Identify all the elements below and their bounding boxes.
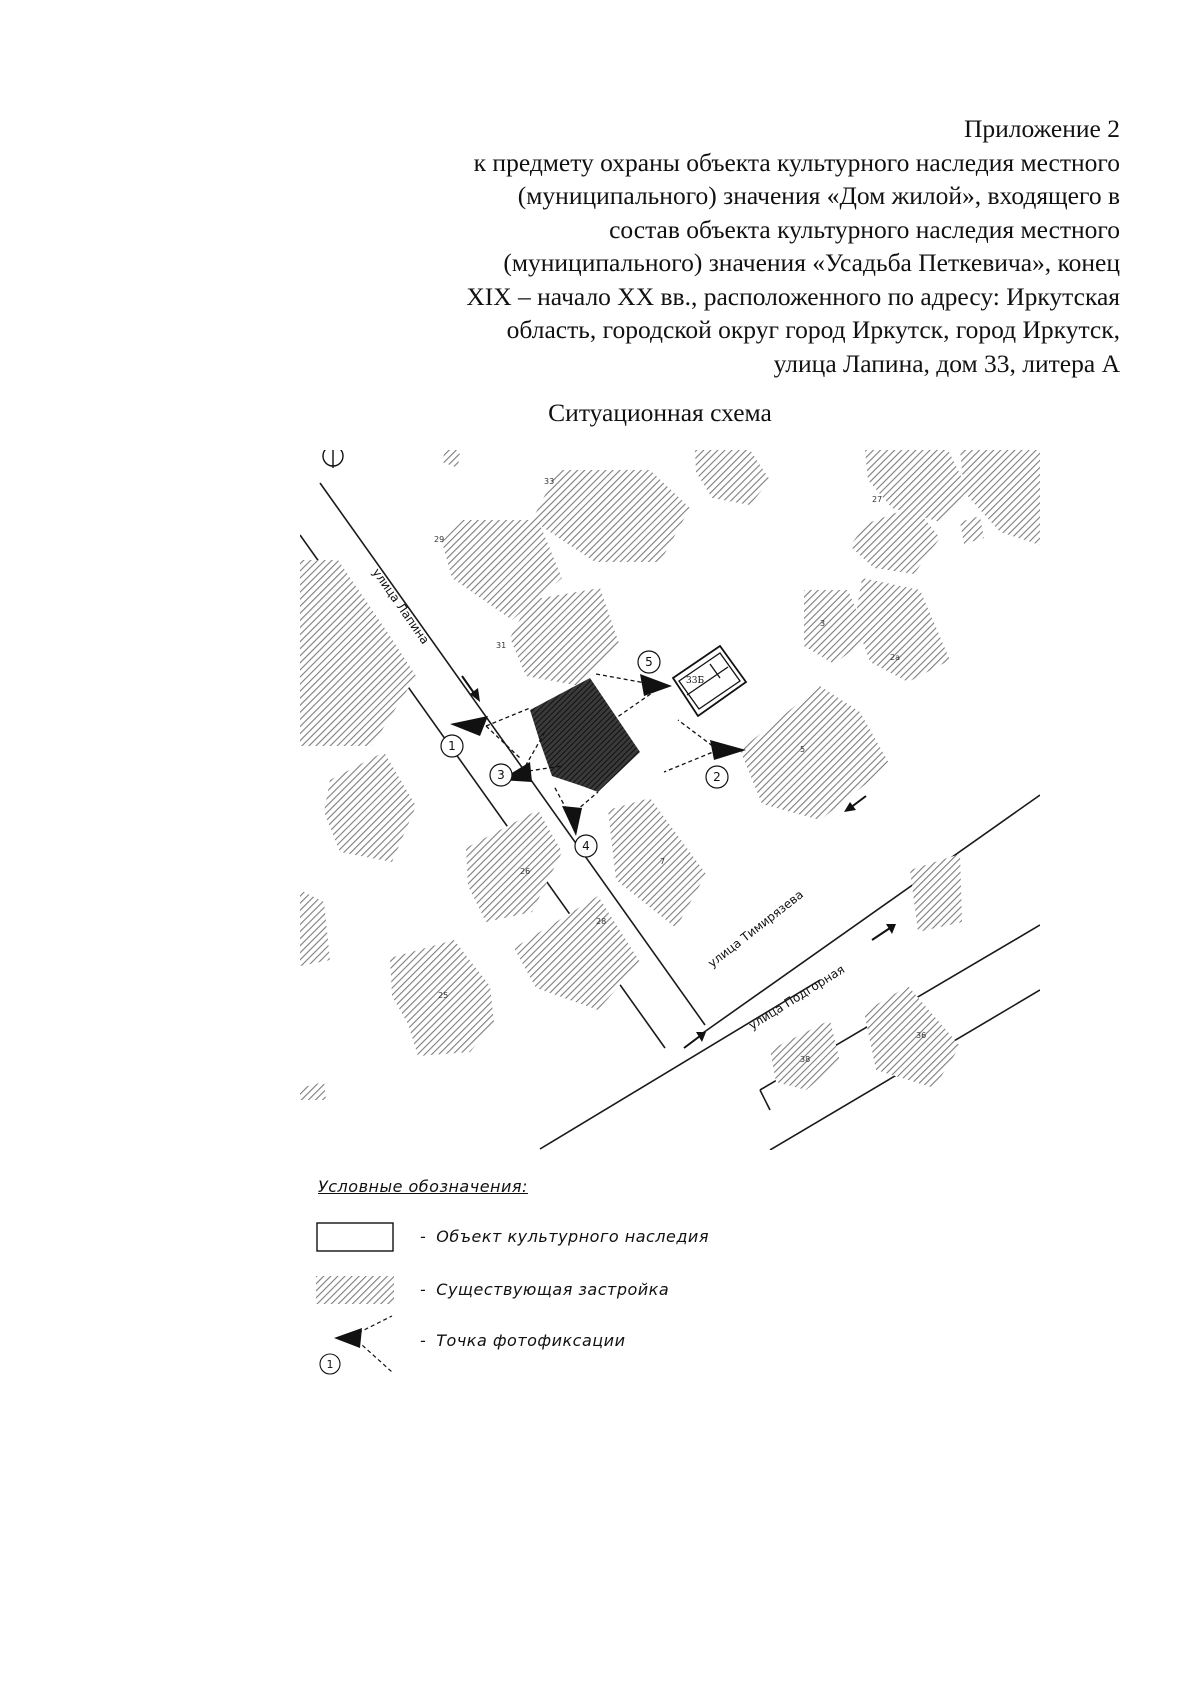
existing-building [855,578,950,682]
legend-photo-number: 1 [327,1358,334,1371]
existing-building [864,986,960,1088]
legend-item-existing: -Существующая застройка [420,1280,669,1299]
building-number: 29 [434,535,444,544]
existing-building [532,470,690,562]
legend-text-photo: Точка фотофиксации [436,1331,626,1350]
legend-item-photo: -Точка фотофиксации [420,1331,625,1350]
existing-building [608,798,706,928]
legend-heritage-symbol [316,1222,396,1257]
existing-buildings [300,450,1040,1100]
existing-building [960,450,1040,545]
legend-photo-symbol: 1 [316,1306,396,1383]
heritage-building-inner [678,652,741,710]
building-number: 5 [800,745,805,754]
object-building-33 [530,678,640,792]
existing-building [770,1020,840,1090]
existing-building [324,752,416,862]
heritage-object-symbol [316,1222,394,1252]
building-number: 7 [660,857,665,866]
legend-text-heritage: Объект культурного наследия [436,1227,709,1246]
header-line: улица Лапина, дом 33, литера А [773,348,1120,378]
arrow-icon [844,795,867,812]
photo-point-number: 1 [448,739,456,753]
header-line: Приложение 2 [964,114,1120,143]
existing-building [514,896,640,1010]
header-line: (муниципального) значения «Усадьба Петке… [503,248,1120,277]
photo-point-icon [640,674,672,696]
timiryazeva-street-edge [699,794,1040,1036]
photo-point-number: 2 [713,770,721,784]
building-number: 38 [800,1055,810,1064]
photo-point-number: 5 [645,655,653,669]
heritage-object-33b: 33Б [671,644,748,718]
street-label-timiryazeva: улица Тимирязева [705,887,806,970]
building-number: 28 [596,917,606,926]
existing-building [510,588,620,686]
photo-point-icon [562,806,582,836]
building-number: 25 [438,991,448,1000]
legend-hatch-symbol [316,1276,396,1309]
existing-building [740,686,890,820]
existing-building [442,450,460,468]
existing-building [390,940,494,1056]
hatched-building-symbol [316,1276,394,1304]
arrow-icon [683,1032,706,1049]
timiryazeva-street-edge [539,979,821,1150]
scheme-title: Ситуационная схема [548,398,772,427]
building-number: 2а [890,653,900,662]
legend-text-existing: Существующая застройка [436,1280,670,1299]
header-line: область, городской округ город Иркутск, … [506,315,1120,344]
traffic-arrows [461,675,896,1049]
building-number: 26 [520,867,530,876]
existing-building [960,516,984,544]
existing-building [300,560,416,746]
photo-point-icon [710,740,746,760]
arrow-icon [461,675,480,702]
existing-building [865,450,968,522]
legend-item-heritage: -Объект культурного наследия [420,1227,709,1246]
legend-title: Условные обозначения: [318,1177,528,1196]
existing-building [804,590,868,664]
header-line: состав объекта культурного наследия мест… [609,214,1120,244]
legend-dash: - [420,1331,427,1350]
photo-point-number: 3 [497,768,505,782]
header-line: XIX – начало XX вв., расположенного по а… [466,281,1120,311]
existing-building [300,890,330,966]
header-line: к предмету охраны объекта культурного на… [473,147,1120,177]
photo-point-number: 4 [582,839,590,853]
existing-building [442,520,562,620]
existing-building [300,1082,326,1100]
legend-dash: - [420,1280,427,1299]
building-number: 3 [820,619,825,628]
heritage-building-divider [709,663,721,679]
building-number: 27 [872,495,882,504]
existing-building [466,810,562,922]
photo-point-legend-icon: 1 [319,1315,393,1375]
legend-dash: - [420,1227,427,1246]
heritage-building-label: 33Б [686,676,704,686]
photo-markers [450,674,746,836]
heritage-building-divider [686,666,729,696]
building-number: 31 [496,641,506,650]
heritage-building-outer [671,644,748,718]
arrow-icon [871,924,896,941]
building-number: 33 [544,477,554,486]
existing-building [910,854,962,932]
north-arrow-icon: С [322,450,344,468]
building-number: 36 [916,1031,926,1040]
street-label-podgornaya: улица Подгорная [746,962,847,1032]
lapina-street-edge [319,482,706,1026]
existing-building [850,506,940,574]
header-line: (муниципального) значения «Дом жилой», в… [517,181,1120,210]
existing-building [695,450,770,505]
photo-point-icon [450,716,488,736]
street-corner [759,1089,771,1111]
situation-map: 33Б 33 29 31 27 5 3 7 2а 26 28 25 36 38 … [300,450,1040,1150]
appendix-header: Приложение 2 к предмету охраны объекта к… [380,112,1120,380]
